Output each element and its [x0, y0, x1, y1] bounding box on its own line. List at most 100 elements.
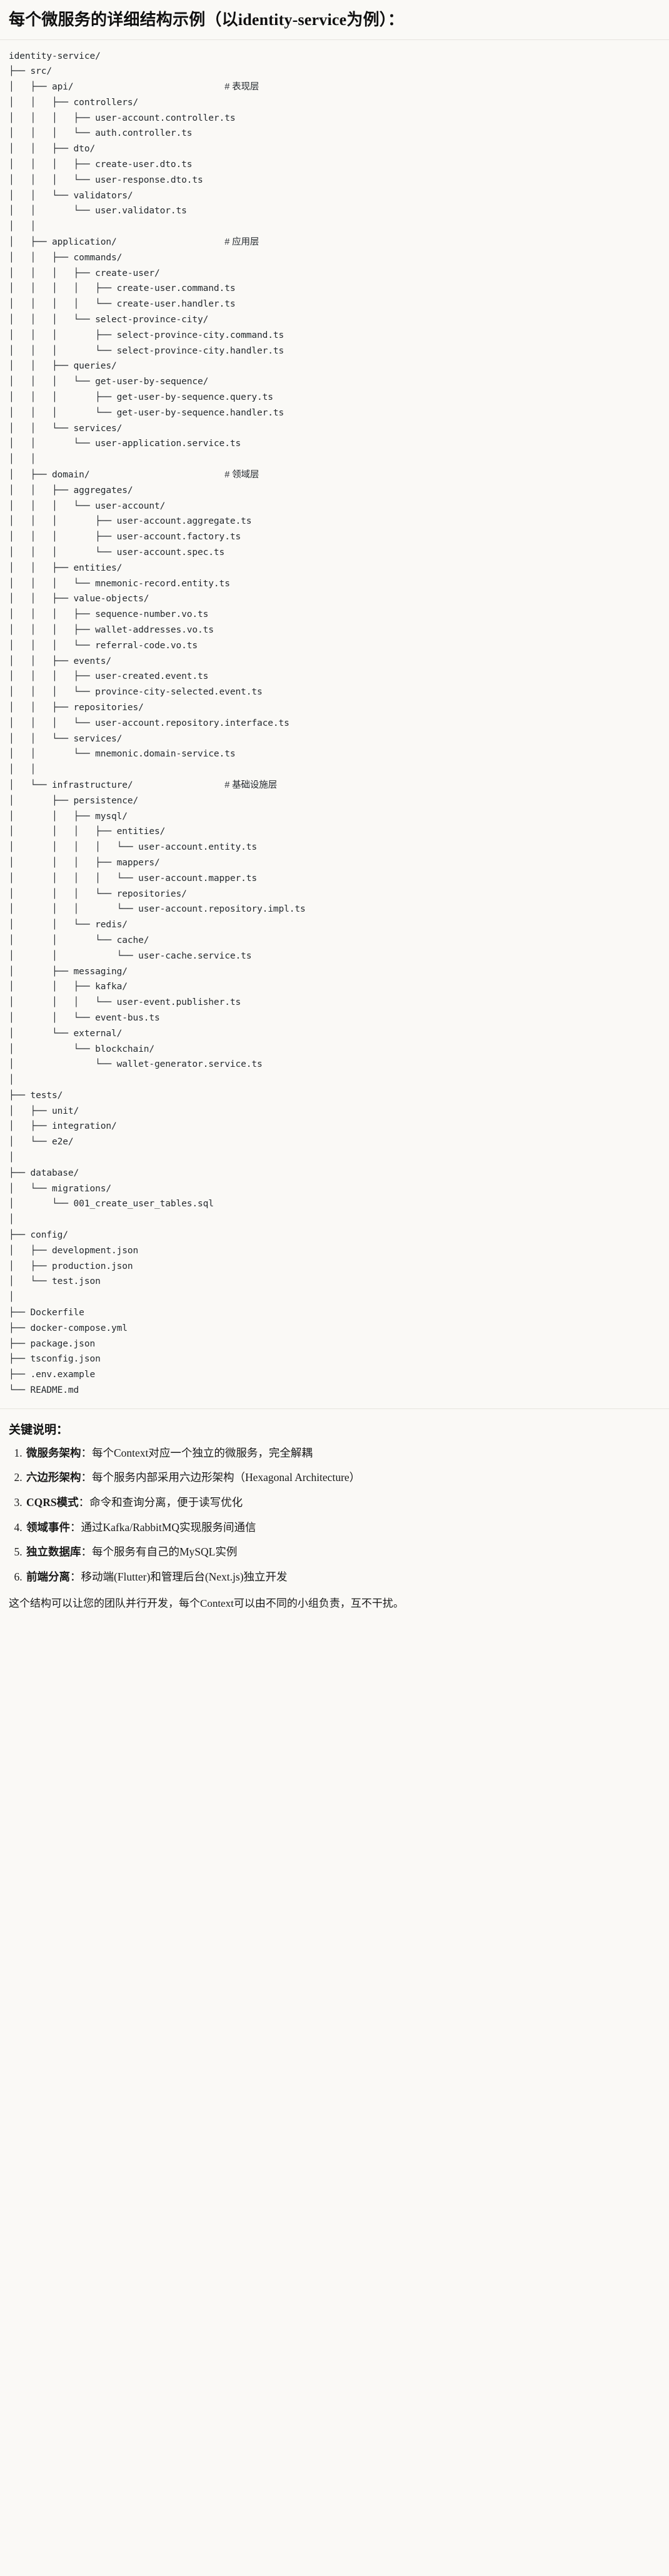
key-note-term: 领域事件: [26, 1520, 70, 1534]
tree-row: │ │ │ └── user-account.repository.interf…: [9, 716, 660, 731]
key-note-item: 领域事件：通过Kafka/RabbitMQ实现服务间通信: [25, 1520, 660, 1535]
tree-row: │: [9, 1072, 660, 1088]
tree-node-label: │ │ │ └── get-user-by-sequence/: [9, 377, 209, 387]
tree-node-label: ├── .env.example: [9, 1370, 96, 1380]
tree-row: │ │ ├── kafka/: [9, 979, 660, 995]
tree-node-label: │ │ ├── entities/: [9, 563, 123, 573]
tree-row: ├── .env.example: [9, 1367, 660, 1383]
tree-node-label: │ ├── application/: [9, 237, 117, 248]
tree-node-label: │: [9, 1153, 14, 1163]
key-note-separator: ：: [81, 1446, 93, 1459]
tree-row: │ │ │ ├── wallet-addresses.vo.ts: [9, 623, 660, 638]
key-note-description: 通过Kafka/RabbitMQ实现服务间通信: [81, 1520, 256, 1534]
tree-row: identity-service/: [9, 49, 660, 64]
tree-row: │ │ ├── controllers/: [9, 95, 660, 111]
tree-row: ├── package.json: [9, 1336, 660, 1352]
key-notes-list: 微服务架构：每个Context对应一个独立的微服务，完全解耦六边形架构：每个服务…: [9, 1446, 660, 1585]
tree-node-label: ├── tests/: [9, 1090, 63, 1101]
tree-node-label: │ ├── persistence/: [9, 795, 139, 806]
tree-row: │ └── e2e/: [9, 1134, 660, 1150]
tree-row: │ │ └── validators/: [9, 188, 660, 204]
document-header: 每个微服务的详细结构示例（以identity-service为例）：: [0, 0, 669, 40]
tree-node-label: └── README.md: [9, 1385, 79, 1396]
tree-node-label: │ └── migrations/: [9, 1183, 111, 1194]
tree-node-label: │ │ │ └── user-account.spec.ts: [9, 547, 225, 557]
tree-node-label: │ │ │ ├── wallet-addresses.vo.ts: [9, 624, 214, 635]
tree-row: │ ├── development.json: [9, 1243, 660, 1259]
tree-row: │ │: [9, 452, 660, 467]
tree-node-label: ├── database/: [9, 1168, 79, 1178]
tree-node-label: │ │ │ ├── user-created.event.ts: [9, 671, 209, 682]
tree-node-label: │ │ │ ├── user-account.controller.ts: [9, 113, 236, 123]
tree-row: │ │ │ │ └── create-user.handler.ts: [9, 297, 660, 312]
tree-node-label: │ │ └── user.validator.ts: [9, 206, 187, 216]
tree-node-label: │ │ └── services/: [9, 423, 123, 434]
tree-node-label: │ │ │ ├── get-user-by-sequence.query.ts: [9, 392, 273, 403]
tree-node-label: │ │ ├── repositories/: [9, 702, 144, 713]
tree-row: │ └── migrations/: [9, 1181, 660, 1197]
tree-node-label: │ ├── production.json: [9, 1261, 133, 1271]
page-title: 每个微服务的详细结构示例（以identity-service为例）：: [9, 11, 405, 29]
tree-row: │ │ │ └── select-province-city/: [9, 312, 660, 328]
key-note-separator: ：: [70, 1570, 81, 1583]
tree-node-label: │ │ │ └── province-city-selected.event.t…: [9, 687, 263, 698]
tree-row: │ │ ├── entities/: [9, 561, 660, 576]
tree-node-label: ├── src/: [9, 66, 53, 77]
tree-node-label: │ │ │ ├── create-user.dto.ts: [9, 160, 193, 170]
tree-row: ├── config/: [9, 1228, 660, 1243]
tree-row: │ │ │ │ └── user-account.mapper.ts: [9, 871, 660, 887]
key-notes-section: 关键说明： 微服务架构：每个Context对应一个独立的微服务，完全解耦六边形架…: [0, 1408, 669, 1624]
tree-row: │ │ │ └── repositories/: [9, 887, 660, 902]
tree-row: │ │ │ ├── user-account.controller.ts: [9, 111, 660, 126]
tree-row: │ │ └── event-bus.ts: [9, 1011, 660, 1026]
tree-row: │ └── infrastructure/ # 基础设施层: [9, 778, 660, 793]
tree-row: │ │ │ └── user-event.publisher.ts: [9, 995, 660, 1011]
tree-row: │ │ │ └── user-account.spec.ts: [9, 545, 660, 561]
tree-row: │ ├── messaging/: [9, 964, 660, 980]
tree-row: │ │ └── cache/: [9, 933, 660, 949]
tree-node-label: │ ├── unit/: [9, 1106, 79, 1116]
tree-layer-comment: # 应用层: [224, 237, 259, 248]
tree-comment-spacer: [117, 237, 225, 247]
tree-row: │ └── external/: [9, 1026, 660, 1042]
tree-row: │ │ └── services/: [9, 421, 660, 437]
tree-row: │ │ │ ├── user-created.event.ts: [9, 669, 660, 685]
tree-row: │ │ │ ├── create-user.dto.ts: [9, 157, 660, 173]
tree-row: │ │ │ ├── user-account.aggregate.ts: [9, 514, 660, 529]
tree-node-label: │ │ │ └── user-response.dto.ts: [9, 175, 203, 185]
tree-row: │ │: [9, 219, 660, 235]
tree-row: │ │ ├── queries/: [9, 359, 660, 374]
tree-row: │ │ │ └── user-account/: [9, 499, 660, 514]
tree-node-label: │ │ └── redis/: [9, 920, 128, 930]
tree-layer-comment: # 基础设施层: [224, 780, 278, 790]
tree-row: │ ├── production.json: [9, 1259, 660, 1275]
key-note-item: 前端分离：移动端(Flutter)和管理后台(Next.js)独立开发: [25, 1570, 660, 1585]
tree-node-label: │ │ ├── mysql/: [9, 811, 128, 822]
tree-row: │ │ └── mnemonic.domain-service.ts: [9, 746, 660, 762]
tree-row: ├── database/: [9, 1166, 660, 1181]
tree-node-label: │ │: [9, 454, 36, 465]
tree-row: │ │ └── user-application.service.ts: [9, 436, 660, 452]
tree-node-label: │ │ ├── events/: [9, 656, 111, 666]
tree-node-label: │ │: [9, 765, 36, 775]
tree-node-label: │ │ │ └── get-user-by-sequence.handler.t…: [9, 407, 284, 418]
tree-node-label: │ │ │ │ └── user-account.entity.ts: [9, 842, 257, 853]
key-note-description: 每个服务内部采用六边形架构（Hexagonal Architecture）: [92, 1471, 361, 1484]
tree-node-label: │ │ │ └── user-account.repository.impl.t…: [9, 904, 306, 915]
tree-node-label: identity-service/: [9, 51, 101, 61]
tree-row: │ │ │ └── get-user-by-sequence.handler.t…: [9, 405, 660, 421]
tree-node-label: │ │ └── services/: [9, 733, 123, 744]
tree-node-label: │ │ └── user-cache.service.ts: [9, 950, 252, 961]
tree-node-label: │ │ └── user-application.service.ts: [9, 439, 241, 449]
tree-comment-spacer: [133, 780, 224, 790]
tree-row: │ │: [9, 762, 660, 778]
tree-node-label: │ │ ├── queries/: [9, 361, 117, 372]
tree-row: │ │ │ └── user-response.dto.ts: [9, 173, 660, 188]
tree-node-label: │ └── infrastructure/: [9, 780, 133, 790]
tree-row: │ ├── unit/: [9, 1104, 660, 1119]
tree-node-label: │: [9, 1075, 14, 1086]
tree-row: │ ├── api/ # 表现层: [9, 79, 660, 95]
tree-row: │ │ │ └── get-user-by-sequence/: [9, 374, 660, 390]
tree-row: │ │ └── redis/: [9, 917, 660, 933]
tree-node-label: │ ├── integration/: [9, 1121, 117, 1132]
